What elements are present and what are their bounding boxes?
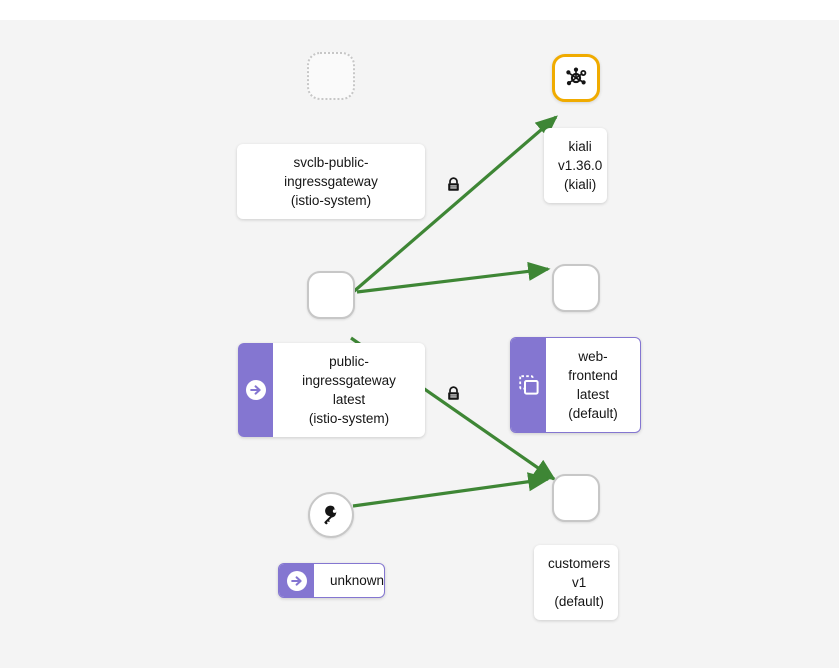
label-line: svclb-public-ingressgateway: [284, 155, 378, 189]
label-text: customers v1 (default): [534, 545, 618, 620]
label-line: (default): [554, 594, 604, 609]
label-customers[interactable]: customers v1 (default): [534, 545, 618, 620]
label-line: (default): [568, 406, 618, 421]
label-line: latest: [576, 387, 610, 402]
node-svclb-public-ingressgateway[interactable]: [307, 52, 355, 100]
label-line: (kiali): [564, 177, 597, 192]
edge-unknown-to-customers[interactable]: [352, 472, 551, 508]
label-text: web-frontend latest (default): [546, 338, 640, 432]
node-unknown[interactable]: [308, 492, 354, 538]
mtls-lock-icon: [445, 385, 462, 402]
label-line: v1: [572, 575, 587, 590]
node-public-ingressgateway[interactable]: [307, 271, 355, 319]
label-public-ingressgateway[interactable]: public-ingressgateway latest (istio-syst…: [238, 343, 425, 437]
graph-canvas[interactable]: svclb-public-ingressgateway (istio-syste…: [0, 20, 839, 668]
node-web-frontend[interactable]: [552, 264, 600, 312]
workload-copy-icon: [511, 338, 546, 432]
label-unknown[interactable]: unknown: [278, 563, 385, 598]
label-text: unknown: [314, 564, 385, 597]
label-line: unknown: [330, 573, 385, 588]
gateway-arrow-icon: [279, 564, 314, 597]
label-line: kiali: [568, 139, 592, 154]
label-line: v1.36.0: [558, 158, 603, 173]
key-icon: [310, 494, 352, 536]
label-svclb-public-ingressgateway[interactable]: svclb-public-ingressgateway (istio-syste…: [237, 144, 425, 219]
top-bar: [0, 0, 839, 20]
mtls-lock-icon: [445, 176, 462, 193]
edge-ingressgateway-to-web-frontend[interactable]: [356, 261, 551, 294]
topology-graph-icon: [555, 57, 597, 99]
label-kiali[interactable]: kiali v1.36.0 (kiali): [544, 128, 607, 203]
label-text: kiali v1.36.0 (kiali): [544, 128, 607, 203]
node-customers[interactable]: [552, 474, 600, 522]
label-line: public-ingressgateway: [302, 354, 396, 388]
label-text: svclb-public-ingressgateway (istio-syste…: [237, 144, 425, 219]
label-line: customers: [548, 556, 611, 571]
label-line: (istio-system): [308, 411, 390, 426]
label-text: public-ingressgateway latest (istio-syst…: [273, 343, 425, 437]
node-kiali[interactable]: [552, 54, 600, 102]
gateway-arrow-icon: [238, 343, 273, 437]
label-line: latest: [332, 392, 366, 407]
label-line: (istio-system): [290, 193, 372, 208]
label-web-frontend[interactable]: web-frontend latest (default): [510, 337, 641, 433]
label-line: web-frontend: [568, 349, 618, 383]
